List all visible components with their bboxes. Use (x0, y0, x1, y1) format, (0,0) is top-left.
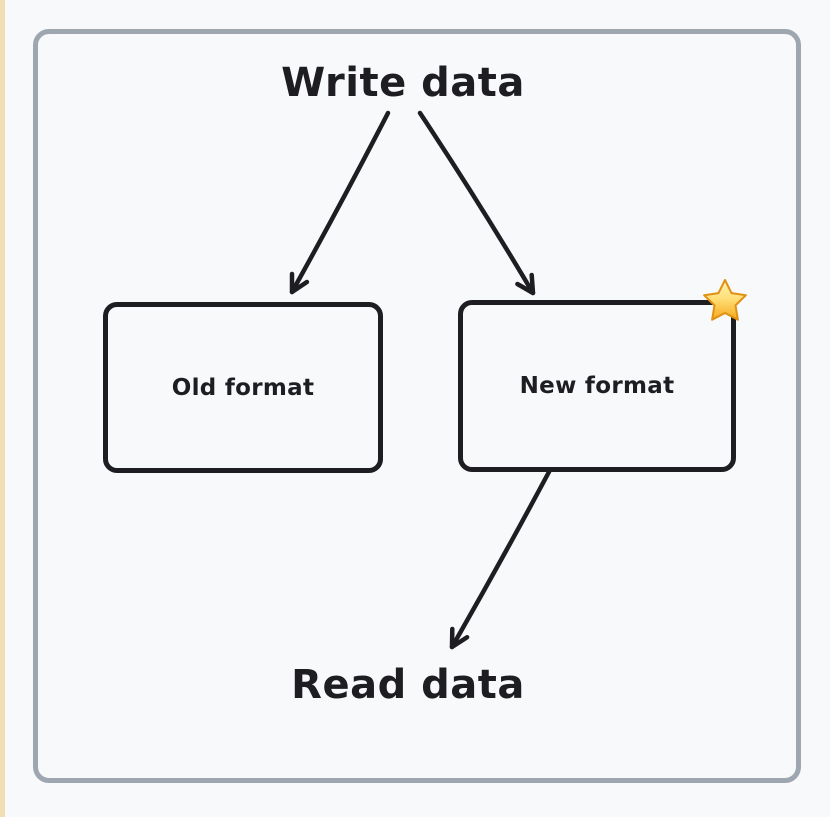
new-format-box[interactable]: New format (458, 300, 736, 472)
read-data-label[interactable]: Read data (291, 662, 525, 708)
old-format-box[interactable]: Old format (103, 302, 383, 473)
left-edge-accent (0, 0, 5, 817)
new-format-label: New format (519, 373, 675, 399)
star-icon (703, 279, 747, 321)
old-format-label: Old format (171, 374, 315, 401)
canvas-frame (33, 29, 801, 783)
write-data-label[interactable]: Write data (281, 60, 525, 106)
